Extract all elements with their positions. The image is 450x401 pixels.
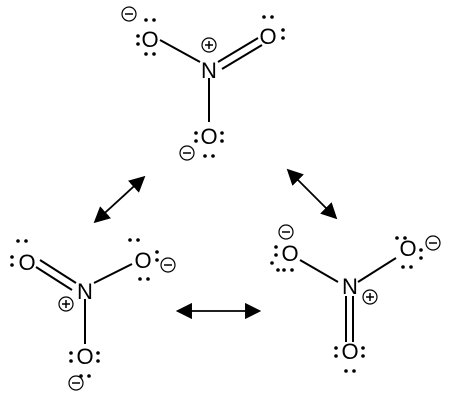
positive-charge — [362, 289, 378, 305]
negative-charge — [160, 257, 176, 273]
resonance-structure-right: N O O O — [270, 224, 441, 373]
nitrogen-atom: N — [201, 58, 217, 83]
double-bond-line — [217, 37, 259, 63]
lone-pairs — [136, 18, 156, 56]
resonance-arrow-top-left — [93, 175, 146, 224]
nitrogen-atom: N — [342, 274, 358, 299]
negative-charge — [68, 375, 84, 391]
resonance-arrow-top-right — [286, 168, 338, 220]
negative-charge — [425, 235, 441, 251]
resonance-structure-top: N O O O — [121, 6, 285, 161]
nitrogen-atom: N — [77, 279, 93, 304]
oxygen-atom: O — [341, 339, 358, 364]
lone-pairs — [270, 245, 294, 272]
oxygen-atom: O — [18, 250, 35, 275]
single-bond — [357, 257, 397, 283]
positive-charge — [58, 296, 74, 312]
double-bond-line — [35, 266, 73, 291]
oxygen-atom: O — [141, 27, 158, 52]
double-bond-line — [221, 44, 263, 70]
oxygen-atom: O — [76, 344, 93, 369]
lone-pairs — [262, 15, 285, 40]
oxygen-atom: O — [259, 24, 276, 49]
positive-charge — [201, 37, 217, 53]
lone-pairs — [395, 236, 423, 269]
single-bond — [159, 39, 201, 63]
single-bond — [299, 259, 339, 283]
oxygen-atom: O — [399, 236, 416, 261]
double-bond-line — [39, 259, 77, 284]
lone-pairs — [194, 131, 224, 158]
negative-charge — [121, 6, 137, 22]
oxygen-atom: O — [200, 124, 217, 149]
negative-charge — [278, 224, 294, 240]
single-bond — [93, 263, 133, 284]
resonance-structure-left: N O O O — [10, 238, 176, 391]
lone-pairs — [334, 346, 365, 373]
oxygen-atom: O — [134, 248, 151, 273]
oxygen-atom: O — [281, 241, 298, 266]
lone-pairs — [10, 239, 28, 267]
lone-pairs — [128, 238, 159, 281]
negative-charge — [179, 145, 195, 161]
